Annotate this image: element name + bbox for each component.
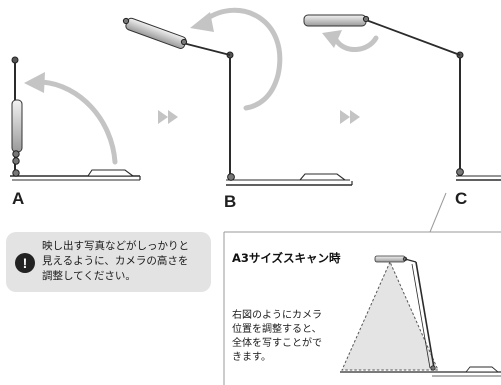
note-line: 映し出す写真などがしっかりと <box>42 240 189 252</box>
rotate-arrow-a <box>24 72 118 165</box>
rotate-arrow-c <box>322 30 379 52</box>
note-line: 調整してください。 <box>42 270 136 282</box>
rotate-arrow-b <box>190 7 283 111</box>
document-b <box>298 173 347 181</box>
stand-c <box>303 14 501 181</box>
note-text: 映し出す写真などがしっかりと 見えるように、カメラの高さを 調整してください。 <box>42 239 208 284</box>
note-line: 見えるように、カメラの高さを <box>42 255 189 267</box>
a3-panel-description: 右図のようにカメラ 位置を調整すると、 全体を写すことがで きます。 <box>232 309 352 365</box>
stand-b <box>122 17 353 186</box>
a3-desc-line: きます。 <box>232 352 271 363</box>
chevron-double-right-icon <box>158 110 178 124</box>
step-label-c: C <box>455 189 468 208</box>
step-label-a: A <box>12 189 25 208</box>
chevron-double-right-icon <box>340 110 360 124</box>
stand-a <box>10 56 141 181</box>
exclamation-icon: ! <box>15 253 35 273</box>
document-a <box>86 169 135 177</box>
a3-desc-line: 位置を調整すると、 <box>232 324 322 335</box>
a3-panel-title: A3サイズスキャン時 <box>232 251 341 265</box>
a3-desc-line: 全体を写すことがで <box>232 338 322 349</box>
a3-desc-line: 右図のようにカメラ <box>232 310 322 321</box>
stand-a3-mini <box>340 255 501 377</box>
a3-callout-frame <box>223 192 501 385</box>
height-adjust-note: ! 映し出す写真などがしっかりと 見えるように、カメラの高さを 調整してください… <box>6 232 211 292</box>
step-label-b: B <box>224 192 237 211</box>
